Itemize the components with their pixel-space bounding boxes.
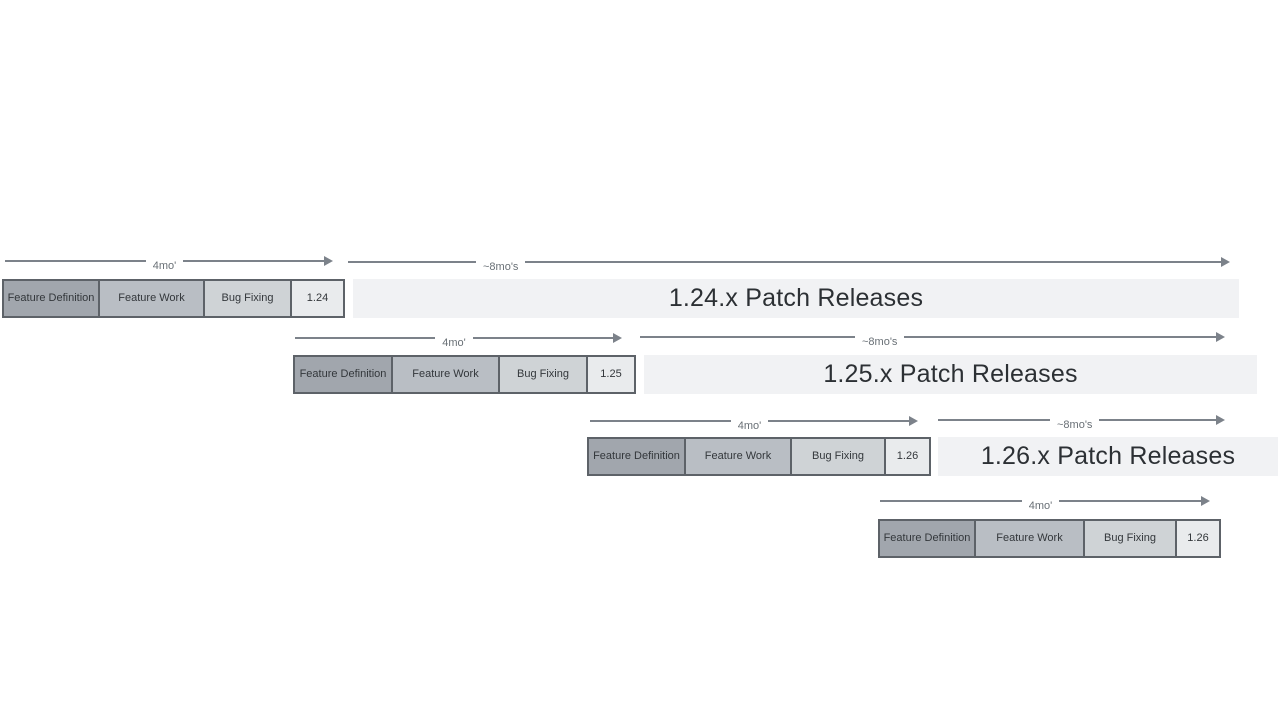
row3-8mo-arrow: ~8mo's (938, 411, 1225, 431)
patch-releases-bar: 1.24.x Patch Releases (353, 279, 1239, 318)
arrow-line (768, 420, 909, 422)
phase-feature-work: Feature Work (974, 519, 1085, 558)
row1-phase-strip: Feature Definition Feature Work Bug Fixi… (2, 279, 345, 318)
arrow-line (904, 336, 1216, 338)
row4-phase-strip: Feature Definition Feature Work Bug Fixi… (878, 519, 1221, 558)
row2-4mo-arrow: 4mo' (295, 329, 622, 349)
arrow-line (348, 261, 476, 263)
phase-bug-fixing: Bug Fixing (1083, 519, 1177, 558)
arrow-line (590, 420, 731, 422)
arrow-right-icon (1201, 496, 1210, 506)
phase-bug-fixing: Bug Fixing (498, 355, 588, 394)
version-box: 1.26 (884, 437, 931, 476)
phase-feature-work: Feature Work (391, 355, 500, 394)
row2-phase-strip: Feature Definition Feature Work Bug Fixi… (293, 355, 636, 394)
arrow-right-icon (613, 333, 622, 343)
phase-feature-definition: Feature Definition (293, 355, 393, 394)
arrow-line (880, 500, 1022, 502)
duration-label-4mo: 4mo' (442, 337, 466, 349)
row4-4mo-arrow: 4mo' (880, 492, 1210, 512)
row2-8mo-arrow: ~8mo's (640, 328, 1225, 348)
phase-feature-definition: Feature Definition (587, 437, 686, 476)
arrow-line (525, 261, 1221, 263)
arrow-line (295, 337, 436, 339)
arrow-right-icon (1221, 257, 1230, 267)
arrow-line (1099, 419, 1216, 421)
phase-bug-fixing: Bug Fixing (790, 437, 886, 476)
row1-4mo-arrow: 4mo' (5, 252, 333, 272)
phase-feature-work: Feature Work (98, 279, 205, 318)
phase-bug-fixing: Bug Fixing (203, 279, 292, 318)
arrow-right-icon (909, 416, 918, 426)
arrow-line (640, 336, 855, 338)
duration-label-8mo: ~8mo's (862, 336, 898, 348)
arrow-right-icon (1216, 332, 1225, 342)
arrow-line (183, 260, 324, 262)
row1-8mo-arrow: ~8mo's (348, 253, 1230, 273)
duration-label-8mo: ~8mo's (1057, 419, 1093, 431)
phase-feature-work: Feature Work (684, 437, 792, 476)
duration-label-4mo: 4mo' (1028, 500, 1053, 512)
arrow-line (938, 419, 1050, 421)
duration-label-8mo: ~8mo's (483, 261, 519, 273)
arrow-line (472, 337, 613, 339)
patch-releases-bar: 1.26.x Patch Releases (938, 437, 1278, 476)
arrow-right-icon (324, 256, 333, 266)
version-box: 1.24 (290, 279, 345, 318)
arrow-right-icon (1216, 415, 1225, 425)
version-box: 1.26 (1175, 519, 1221, 558)
row3-phase-strip: Feature Definition Feature Work Bug Fixi… (587, 437, 931, 476)
duration-label-4mo: 4mo' (152, 260, 177, 272)
patch-releases-bar: 1.25.x Patch Releases (644, 355, 1257, 394)
phase-feature-definition: Feature Definition (878, 519, 976, 558)
phase-feature-definition: Feature Definition (2, 279, 100, 318)
version-box: 1.25 (586, 355, 636, 394)
duration-label-4mo: 4mo' (737, 420, 762, 432)
row3-4mo-arrow: 4mo' (590, 412, 918, 432)
arrow-line (1059, 500, 1201, 502)
arrow-line (5, 260, 146, 262)
